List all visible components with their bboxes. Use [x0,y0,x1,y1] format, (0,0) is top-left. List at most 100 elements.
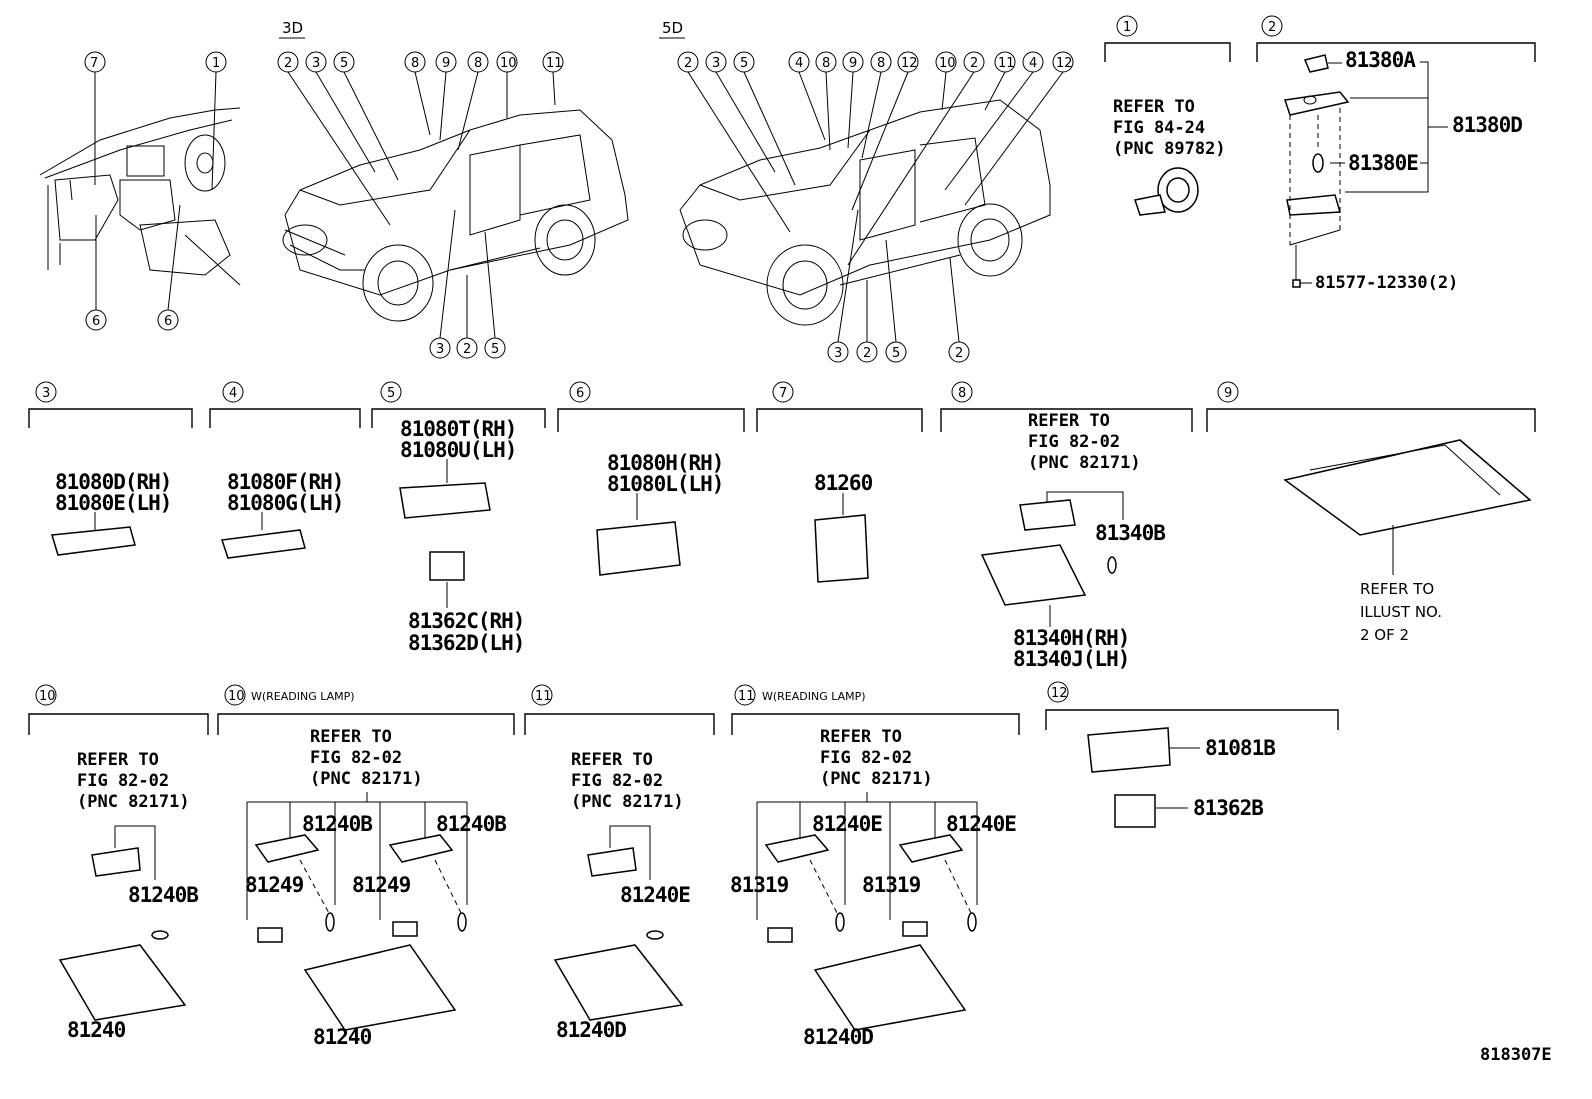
callout: 3 [305,51,327,73]
svg-text:FIG 82-02: FIG 82-02 [571,771,663,791]
svg-text:3: 3 [42,386,50,401]
section-11: 11 REFER TO FIG 82-02 (PNC 82171) 81240E… [524,684,715,1042]
svg-text:11: 11 [535,689,552,704]
vehicle-5d-illustration [679,99,1051,326]
svg-text:6: 6 [164,314,172,329]
svg-text:8: 8 [877,56,885,71]
callout: 5 [333,51,355,73]
svg-text:12: 12 [1056,56,1073,71]
svg-text:5: 5 [892,346,900,361]
callout: 9 [842,51,864,73]
svg-text:11: 11 [546,56,563,71]
interior-callouts: 7 1 6 6 [84,51,227,331]
svg-text:11: 11 [998,56,1015,71]
svg-text:10: 10 [39,689,56,704]
svg-text:ILLUST NO.: ILLUST NO. [1360,603,1442,621]
svg-text:10: 10 [939,56,956,71]
section-note: W(READING LAMP) [251,690,355,703]
part-number: 81380A [1345,48,1416,72]
svg-text:REFER TO: REFER TO [820,727,902,747]
callout: 2 [963,51,985,73]
part-number: 81340J(LH) [1013,647,1129,671]
part-number: 81080U(LH) [400,438,516,462]
svg-text:6: 6 [92,314,100,329]
sensor-part-illustration [1134,167,1199,216]
interior-illustration [39,107,241,286]
callout: 5 [733,51,755,73]
callout: 3 [429,337,451,359]
callout: 8 [404,51,426,73]
part-number: 81319 [730,873,789,897]
svg-text:3: 3 [436,342,444,357]
callout: 11 [994,51,1016,73]
svg-text:12: 12 [901,56,918,71]
svg-text:10: 10 [228,689,245,704]
section-10: 10 REFER TO FIG 82-02 (PNC 82171) 81240B… [28,684,209,1042]
svg-text:REFER TO: REFER TO [571,750,653,770]
svg-text:FIG 82-02: FIG 82-02 [310,748,402,768]
svg-text:11: 11 [738,689,755,704]
svg-text:2: 2 [970,56,978,71]
svg-text:7: 7 [90,56,98,71]
callout: 3 [827,341,849,363]
callout: 7 [84,51,106,73]
svg-text:8: 8 [411,56,419,71]
part-number: 81080F(RH) [227,470,343,494]
section-2: 2 81380A 81380D 81380E 81577-12330(2) [1256,15,1536,293]
section-8: 8 REFER TO FIG 82-02 (PNC 82171) 81340B … [940,381,1193,671]
part-number: 81362C(RH) [408,609,524,633]
callout: 8 [815,51,837,73]
callout: 10 [935,51,957,73]
svg-text:2 OF 2: 2 OF 2 [1360,626,1409,644]
vehicle-3d-illustration [282,109,629,322]
part-number: 81340B [1095,521,1165,545]
svg-text:(PNC 82171): (PNC 82171) [1028,453,1141,473]
callout: 12 [897,51,919,73]
part-number: 81240E [620,883,690,907]
part-number: 81080D(RH) [55,470,171,494]
svg-text:REFER TO: REFER TO [1113,97,1195,117]
section-9: 9 REFER TO ILLUST NO. 2 OF 2 [1206,381,1536,644]
part-number: 81577-12330(2) [1315,273,1458,293]
section-6: 6 81080H(RH) 81080L(LH) [557,381,745,576]
svg-text:6: 6 [576,386,584,401]
label-5d: 5D [662,19,683,37]
svg-text:4: 4 [795,56,803,71]
svg-text:10: 10 [500,56,517,71]
section-5: 5 81080T(RH) 81080U(LH) 81362C(RH) 81362… [371,381,546,655]
part-number: 81240E [946,812,1016,836]
part-number: 81249 [352,873,411,897]
svg-text:4: 4 [229,386,237,401]
svg-text:2: 2 [463,342,471,357]
part-number: 81080G(LH) [227,491,343,515]
section-3: 3 81080D(RH) 81080E(LH) [28,381,193,556]
part-number: 81240D [556,1018,626,1042]
svg-text:7: 7 [779,386,787,401]
svg-text:1: 1 [1123,20,1131,35]
callout: 6 [157,309,179,331]
section-1: 1 REFER TO FIG 84-24 (PNC 89782) [1104,15,1231,216]
label-3d: 3D [282,19,303,37]
svg-text:5: 5 [340,56,348,71]
part-number: 81080T(RH) [400,417,516,441]
part-number: 81240D [803,1025,873,1049]
callout: 4 [1022,51,1044,73]
svg-text:3: 3 [834,346,842,361]
svg-text:(PNC 82171): (PNC 82171) [571,792,684,812]
callout: 2 [856,341,878,363]
diagram-id: 818307E [1480,1045,1552,1065]
part-number: 81340H(RH) [1013,626,1129,650]
svg-text:9: 9 [442,56,450,71]
svg-text:12: 12 [1051,686,1068,701]
section-4: 4 81080F(RH) 81080G(LH) [209,381,361,559]
callout: 4 [788,51,810,73]
svg-text:5: 5 [740,56,748,71]
part-number: 81080L(LH) [607,472,723,496]
svg-text:FIG 82-02: FIG 82-02 [820,748,912,768]
svg-text:2: 2 [863,346,871,361]
callout: 3 [705,51,727,73]
svg-text:(PNC 89782): (PNC 89782) [1113,139,1226,159]
callout: 9 [435,51,457,73]
part-number: 81240B [302,812,372,836]
